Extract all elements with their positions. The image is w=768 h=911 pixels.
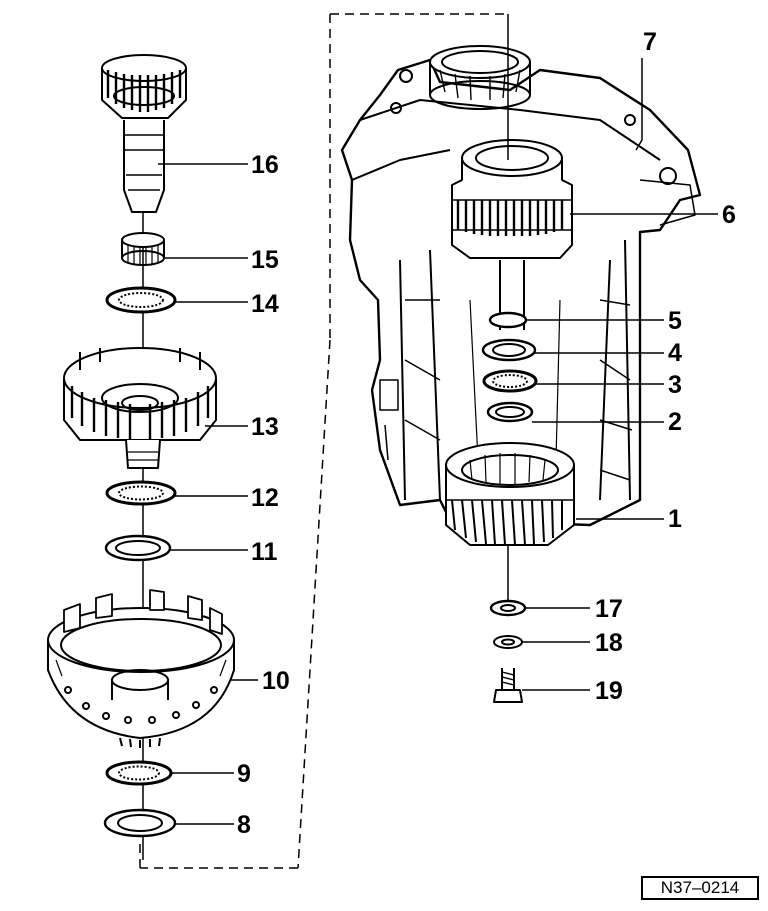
callout-2: 2: [668, 408, 682, 436]
part-12-axial-bearing: [105, 480, 177, 506]
callout-8: 8: [237, 811, 251, 839]
callout-13: 13: [251, 413, 279, 441]
part-18-washer: [493, 635, 523, 649]
part-3-needle-bearing: [482, 369, 538, 393]
part-17-washer: [489, 599, 527, 617]
housing-top-ring: [429, 45, 531, 110]
callout-3: 3: [668, 371, 682, 399]
part-16-input-shaft: [101, 54, 187, 213]
leader-lines: [158, 58, 718, 825]
part-9-axial-bearing: [105, 760, 173, 786]
part-2-thrust-washer: [486, 401, 534, 423]
callout-7: 7: [643, 28, 657, 56]
callout-6: 6: [722, 201, 736, 229]
part-10-clutch-drum: [47, 589, 235, 748]
callout-12: 12: [251, 484, 279, 512]
callout-1: 1: [668, 505, 682, 533]
transmission-housing: [340, 58, 702, 527]
callout-5: 5: [668, 307, 682, 335]
callout-16: 16: [251, 151, 279, 179]
callout-9: 9: [237, 760, 251, 788]
part-6-gear-drum: [451, 139, 573, 330]
part-5-snap-ring: [488, 311, 528, 329]
part-11-thrust-washer: [104, 534, 172, 562]
part-19-bolt: [493, 668, 523, 703]
part-8-thrust-washer: [103, 808, 177, 838]
callout-10: 10: [262, 667, 290, 695]
part-4-thrust-washer: [481, 338, 537, 362]
part-1-ring-gear: [445, 442, 575, 546]
part-13-sun-gear-carrier: [63, 347, 217, 469]
callout-19: 19: [595, 677, 623, 705]
callout-11: 11: [251, 538, 278, 566]
callout-4: 4: [668, 339, 682, 367]
callout-17: 17: [595, 595, 623, 623]
callout-15: 15: [251, 246, 279, 274]
callout-14: 14: [251, 290, 279, 318]
callout-18: 18: [595, 629, 623, 657]
part-14-axial-bearing: [105, 286, 177, 314]
part-15-needle-bearing: [121, 232, 165, 266]
figure-reference-code: N37–0214: [641, 876, 759, 900]
